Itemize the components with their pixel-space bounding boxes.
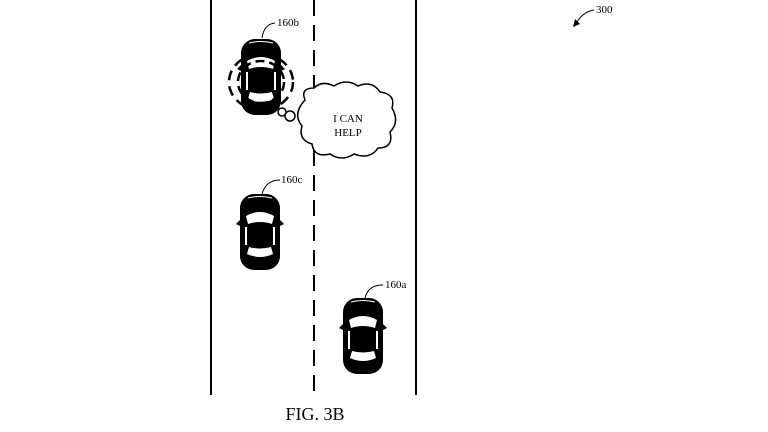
reference-number-300: 300 <box>573 4 613 27</box>
svg-text:300: 300 <box>596 4 613 16</box>
signal-ring-inner <box>236 59 286 105</box>
figure-caption: FIG. 3B <box>285 404 344 424</box>
signal-ring-outer <box>227 52 295 112</box>
vehicle-160a: 160a <box>338 279 407 375</box>
thought-bubble: I CAN HELP <box>277 81 397 159</box>
vehicle-160b: 160b <box>227 17 300 116</box>
vehicle-label: 160b <box>277 17 300 29</box>
vehicle-label: 160c <box>281 174 303 186</box>
bubble-text-line1: I CAN <box>333 113 363 125</box>
vehicle-160c: 160c <box>235 174 303 271</box>
bubble-text-line2: HELP <box>334 127 362 139</box>
vehicle-label: 160a <box>385 279 407 291</box>
